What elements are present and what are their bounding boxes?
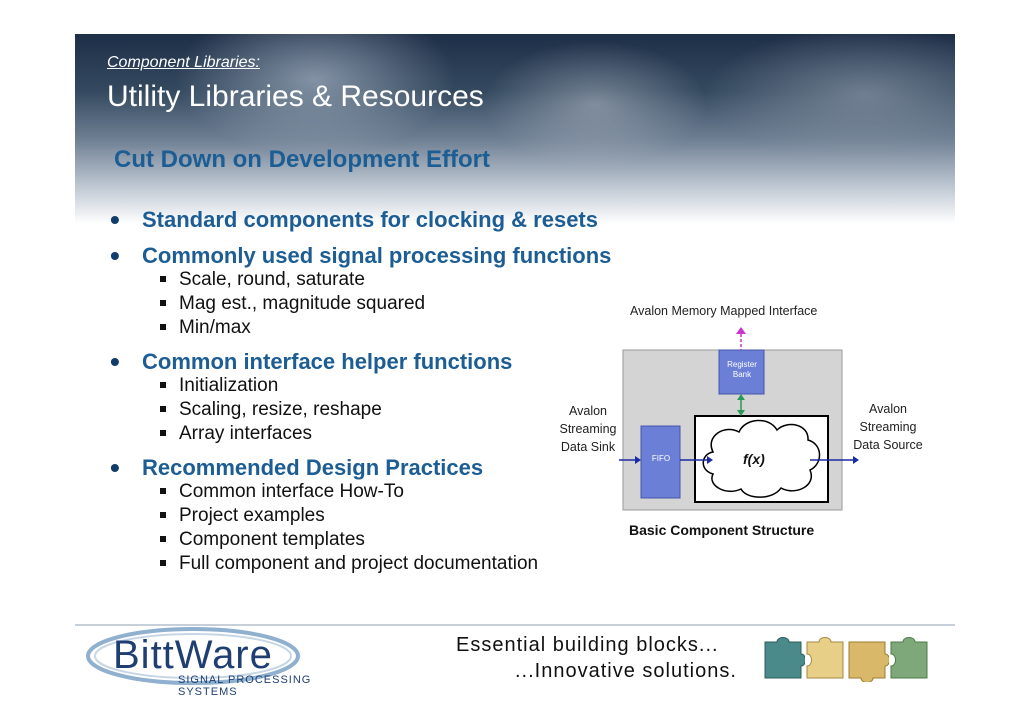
memory-mapped-interface-label: Avalon Memory Mapped Interface <box>630 304 818 318</box>
square-bullet-icon <box>160 406 166 412</box>
puzzle-piece-icon <box>764 637 805 679</box>
sub-bullet-item: Scale, round, saturate <box>160 269 365 291</box>
fifo-block <box>640 425 681 499</box>
arrowhead-icon <box>737 394 745 400</box>
square-bullet-icon <box>160 324 166 330</box>
tagline-line-1: Essential building blocks... <box>456 634 719 656</box>
slide-title: Utility Libraries & Resources <box>107 80 484 113</box>
bittware-logo: BittWare SIGNAL PROCESSING SYSTEMS <box>83 626 373 695</box>
footer-divider <box>75 624 955 626</box>
logo-wordmark: BittWare <box>113 633 273 677</box>
register-bank-label: Register Bank <box>721 360 763 380</box>
data-source-label: Avalon Streaming Data Source <box>843 400 933 454</box>
sub-bullet-item: Common interface How-To <box>160 481 404 503</box>
sink-label-line: Streaming <box>559 422 617 436</box>
source-label-line: Data Source <box>853 438 923 452</box>
sub-bullet-text: Common interface How-To <box>179 481 404 502</box>
tagline-line-2: ...Innovative solutions. <box>515 660 737 682</box>
puzzle-piece-icon <box>890 637 928 679</box>
sub-bullet-item: Array interfaces <box>160 423 313 445</box>
bullet-item: • Common interface helper functions <box>110 346 513 377</box>
sub-bullet-item: Mag est., magnitude squared <box>160 293 426 315</box>
square-bullet-icon <box>160 276 166 282</box>
sub-bullet-item: Initialization <box>160 375 279 397</box>
arrowhead-icon <box>635 456 641 464</box>
sub-bullet-text: Scale, round, saturate <box>179 269 365 290</box>
bullet-text: Standard components for clocking & reset… <box>142 207 598 232</box>
square-bullet-icon <box>160 300 166 306</box>
square-bullet-icon <box>160 512 166 518</box>
bullet-item: • Standard components for clocking & res… <box>110 204 598 235</box>
register-label-line: Bank <box>732 370 752 379</box>
bullet-text: Commonly used signal processing function… <box>142 243 612 268</box>
sub-bullet-item: Min/max <box>160 317 251 339</box>
sub-bullet-text: Full component and project documentation <box>179 553 539 574</box>
register-label-line: Register <box>727 360 757 369</box>
sub-bullet-item: Component templates <box>160 529 365 551</box>
bullet-item: • Recommended Design Practices <box>110 452 484 483</box>
sub-bullet-item: Scaling, resize, reshape <box>160 399 382 421</box>
bullet-text: Common interface helper functions <box>142 349 513 374</box>
fifo-label: FIFO <box>651 454 671 463</box>
logo-subtitle: SIGNAL PROCESSING SYSTEMS <box>178 674 312 695</box>
sub-bullet-text: Initialization <box>179 375 279 396</box>
square-bullet-icon <box>160 560 166 566</box>
slide-subtitle: Component Libraries: <box>107 54 260 71</box>
sink-label-line: Avalon <box>569 404 607 418</box>
arrowhead-icon <box>853 456 859 464</box>
arrowhead-icon <box>736 327 746 334</box>
puzzle-piece-icon <box>806 637 844 679</box>
sub-bullet-item: Project examples <box>160 505 325 527</box>
bullet-dot-icon: • <box>110 204 120 235</box>
sub-bullet-text: Project examples <box>179 505 325 526</box>
sink-label-line: Data Sink <box>560 440 616 454</box>
data-sink-label: Avalon Streaming Data Sink <box>553 402 623 456</box>
sub-bullet-text: Component templates <box>179 529 365 550</box>
square-bullet-icon <box>160 488 166 494</box>
sub-bullet-text: Mag est., magnitude squared <box>179 293 426 314</box>
header-background-image <box>75 34 955 224</box>
square-bullet-icon <box>160 536 166 542</box>
diagram-caption: Basic Component Structure <box>629 522 815 538</box>
bullet-dot-icon: • <box>110 452 120 483</box>
puzzle-piece-icon <box>848 641 889 682</box>
arrowhead-icon <box>707 456 713 464</box>
sub-bullet-item: Full component and project documentation <box>160 553 539 575</box>
logo-swoosh-icon <box>86 627 300 685</box>
section-heading: Cut Down on Development Effort <box>114 146 490 173</box>
square-bullet-icon <box>160 382 166 388</box>
component-structure-diagram <box>619 327 859 511</box>
sub-bullet-text: Min/max <box>179 317 251 338</box>
sub-bullet-text: Scaling, resize, reshape <box>179 399 382 420</box>
square-bullet-icon <box>160 430 166 436</box>
slide: Component Libraries: Utility Libraries &… <box>75 34 955 695</box>
source-label-line: Streaming <box>859 420 917 434</box>
sub-bullet-text: Array interfaces <box>179 423 313 444</box>
function-cloud-shape <box>702 419 821 498</box>
bullet-dot-icon: • <box>110 346 120 377</box>
fx-label: f(x) <box>743 451 765 467</box>
source-label-line: Avalon <box>869 402 907 416</box>
bullet-item: • Commonly used signal processing functi… <box>110 240 612 271</box>
bullet-dot-icon: • <box>110 240 120 271</box>
arrowhead-icon <box>737 410 745 416</box>
bullet-text: Recommended Design Practices <box>142 455 484 480</box>
